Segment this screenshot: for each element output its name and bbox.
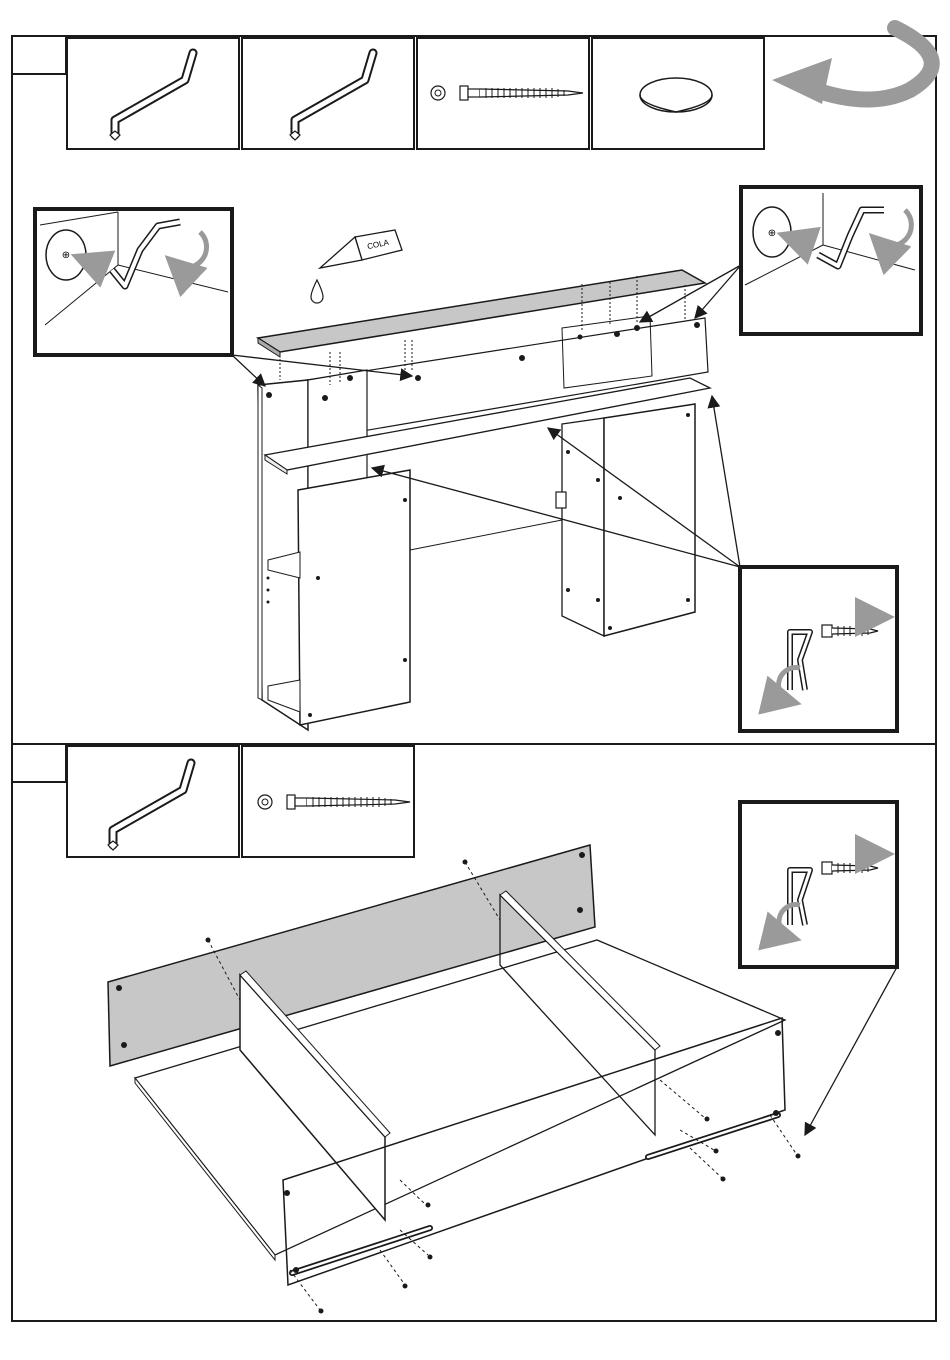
right-cabinet-door	[604, 404, 695, 636]
drawer-runner-right	[648, 1115, 778, 1157]
part-box-allen-key-2	[242, 38, 414, 149]
left-cabinet-panel	[298, 470, 410, 725]
top-panel	[258, 270, 705, 352]
glue-drop-icon	[311, 280, 323, 303]
svg-text:⊕: ⊕	[768, 228, 776, 239]
step-number-box	[12, 744, 66, 782]
part-box-allen-key	[67, 746, 239, 857]
glue-bottle-icon: COLA	[320, 230, 402, 268]
detail-callout-right: ⊕	[741, 187, 921, 334]
svg-text:⊕: ⊕	[62, 250, 70, 261]
detail-callout-screw-step2	[740, 802, 897, 967]
drawer-assembly-drawing	[108, 845, 801, 1314]
desk-assembly-drawing: COLA	[258, 230, 710, 730]
detail-callout-left: ⊕	[35, 209, 232, 355]
detail-callout-screw	[740, 567, 897, 731]
step-bottom-header	[12, 744, 414, 857]
step-number-box	[12, 36, 66, 74]
round-cap-icon	[640, 78, 712, 112]
step-top-header	[12, 28, 932, 149]
curved-arrow-icon	[772, 28, 932, 104]
